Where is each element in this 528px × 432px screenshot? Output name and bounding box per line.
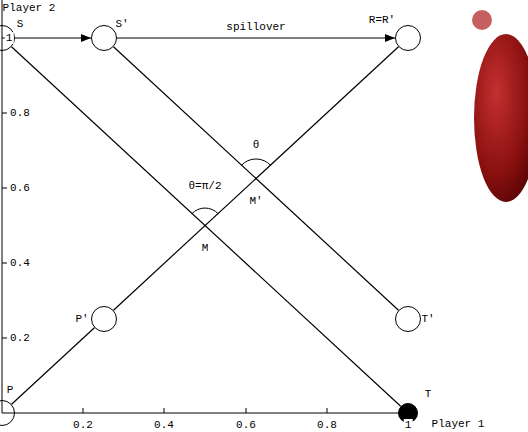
tick-label: 0.2 xyxy=(9,332,31,344)
red-figure xyxy=(474,34,528,202)
point-circle: P' xyxy=(91,306,117,332)
point-label: P' xyxy=(75,313,88,325)
angle-arc xyxy=(241,159,270,165)
circle-outline xyxy=(91,25,117,51)
angle-arc xyxy=(192,208,218,214)
red-figure-head xyxy=(472,10,492,30)
connector-line xyxy=(12,47,401,406)
tick xyxy=(2,188,7,189)
point-circle: R=R' xyxy=(395,25,421,51)
connector-line xyxy=(114,47,399,310)
intersection-label: M' xyxy=(249,195,262,207)
point-label: S' xyxy=(115,18,128,30)
tick xyxy=(2,263,7,264)
point-label: R=R' xyxy=(369,14,395,26)
angle-label: θ=π/2 xyxy=(188,180,221,192)
point-label: S xyxy=(17,18,24,30)
circle-shape xyxy=(92,307,117,332)
tick-label: 0.8 xyxy=(9,107,31,119)
tick xyxy=(83,408,84,413)
tick-label: 0.6 xyxy=(9,182,31,194)
edge-label: spillover xyxy=(225,21,286,33)
tick xyxy=(246,408,247,413)
circle-shape xyxy=(0,26,15,51)
x-axis xyxy=(2,413,418,414)
connector-line xyxy=(117,37,395,38)
tick-label: 0.6 xyxy=(235,419,257,431)
tick xyxy=(2,113,7,114)
tick xyxy=(164,408,165,413)
axis-ticks xyxy=(2,38,408,413)
tick-label: 0.2 xyxy=(72,419,94,431)
y-axis xyxy=(2,0,3,413)
point-label: T' xyxy=(421,313,434,325)
angle-label: θ xyxy=(253,139,260,151)
circle-outline xyxy=(0,400,15,426)
connector-line xyxy=(114,47,399,310)
circle-shape xyxy=(0,401,15,426)
point-circle: P xyxy=(0,400,15,426)
point-label: P xyxy=(7,384,14,396)
axis-title: Player 2 xyxy=(3,2,56,14)
tick-label: 1 xyxy=(404,419,413,431)
tick xyxy=(2,338,7,339)
tick-label: 1 xyxy=(5,32,14,44)
circle-shape xyxy=(92,26,117,51)
connector-line xyxy=(15,37,91,38)
circle-outline xyxy=(395,25,421,51)
tick-label: 0.4 xyxy=(9,257,31,269)
point-label: T xyxy=(425,388,432,400)
tick-label: 0.8 xyxy=(316,419,338,431)
point-circle: T' xyxy=(395,306,421,332)
circle-outline xyxy=(91,306,117,332)
tick-label: 0.4 xyxy=(153,419,175,431)
circle-shape xyxy=(396,26,421,51)
tick xyxy=(327,408,328,413)
circle-outline xyxy=(395,306,421,332)
intersection-label: M xyxy=(202,242,209,254)
axis-title: Player 1 xyxy=(432,418,485,430)
circle-shape xyxy=(396,307,421,332)
point-circle: S' xyxy=(91,25,117,51)
